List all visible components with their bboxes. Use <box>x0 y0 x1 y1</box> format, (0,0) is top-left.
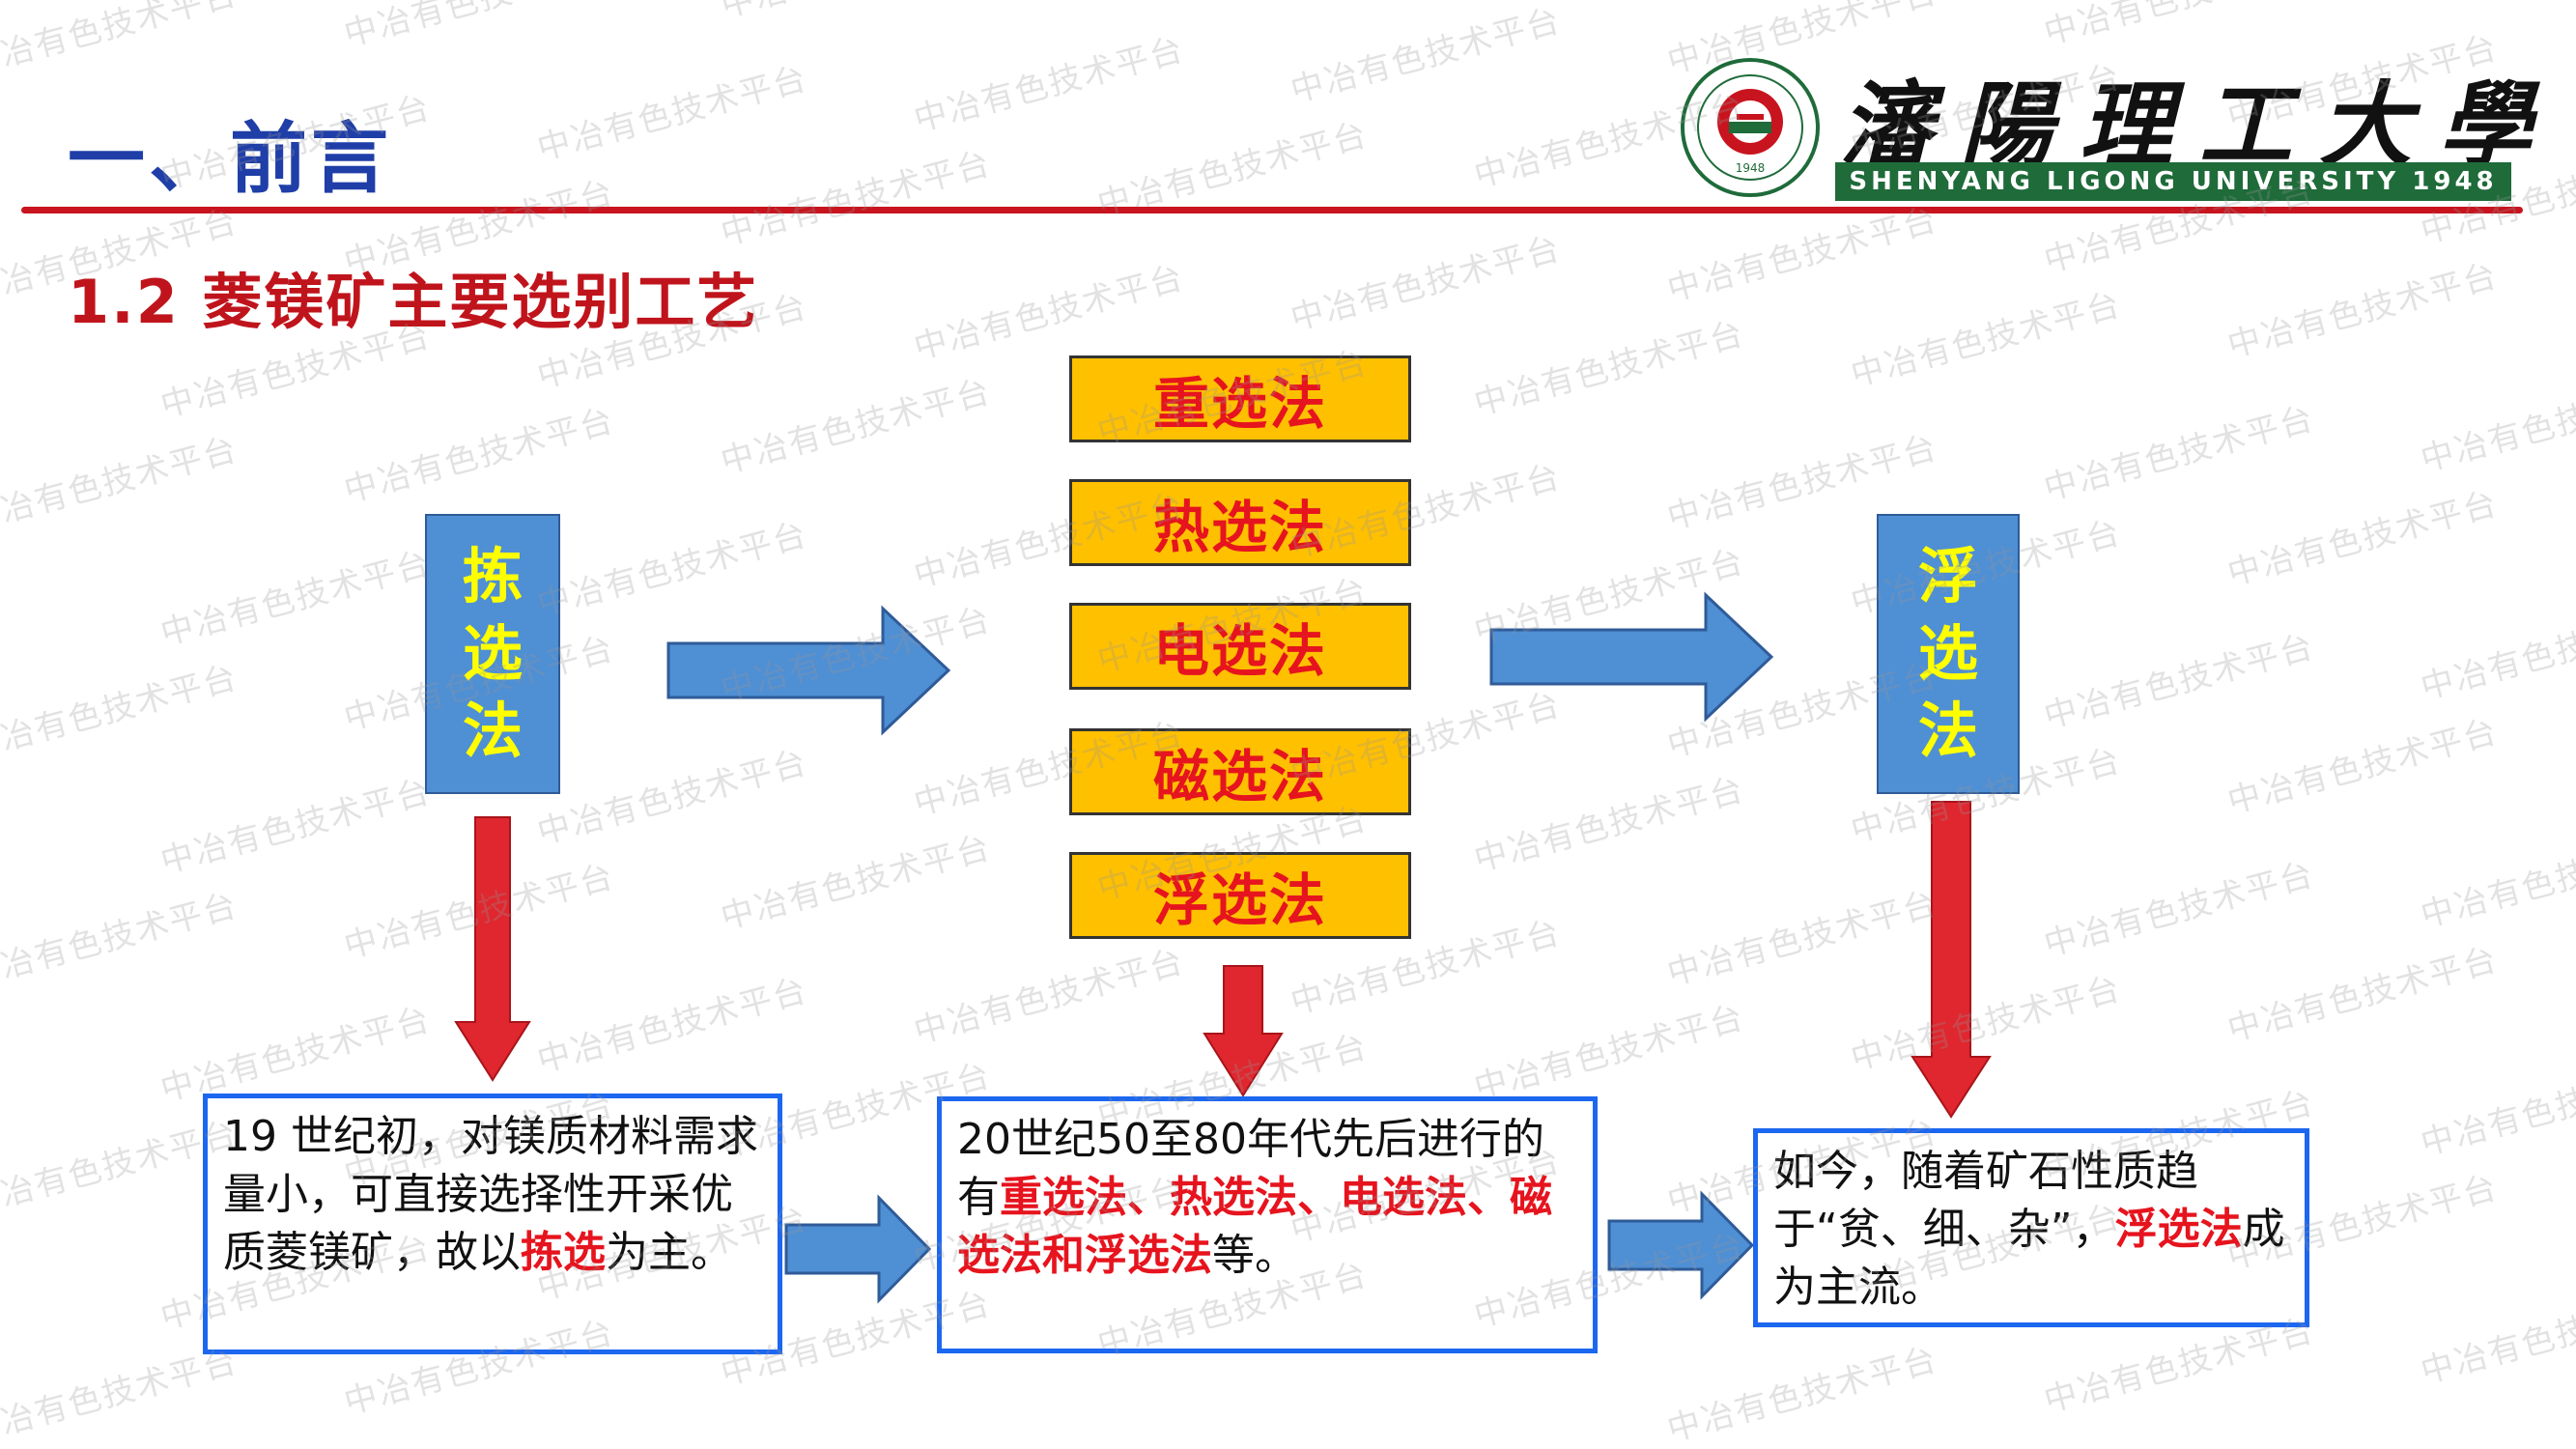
desc-highlight: 重选法、热选法、电选法、磁选法和浮选法 <box>957 1173 1552 1280</box>
flotation-method-box: 浮选法 <box>1069 852 1411 939</box>
watermark-text: 中冶有色技术平台 <box>2223 256 2503 366</box>
desc-text: 如今，随着矿石性质趋于“贫、细、杂”， <box>1773 1147 2198 1254</box>
down-arrow <box>1203 965 1284 1097</box>
watermark-text: 中冶有色技术平台 <box>2417 1054 2576 1164</box>
watermark-text: 中冶有色技术平台 <box>156 544 436 654</box>
mid-20th-century-text: 20世纪50至80年代先后进行的有重选法、热选法、电选法、磁选法和浮选法等。 <box>937 1096 1598 1353</box>
university-english-name: SHENYANG LIGONG UNIVERSITY 1948 <box>1835 162 2511 201</box>
university-emblem-icon: 1948 <box>1681 58 1820 197</box>
watermark-text: 中冶有色技术平台 <box>340 401 619 511</box>
section-title: 一、前言 <box>68 114 392 204</box>
desc-text: 为主。 <box>606 1228 733 1277</box>
method-char: 浮 <box>1917 541 1978 611</box>
method-char: 法 <box>1917 696 1978 766</box>
flow-arrow-right <box>784 1194 932 1304</box>
flow-arrow-right <box>1607 1190 1755 1300</box>
gravity-method-box: 重选法 <box>1069 355 1411 442</box>
watermark-text: 中冶有色技术平台 <box>2417 370 2576 480</box>
watermark-text: 中冶有色技术平台 <box>1847 285 2126 395</box>
watermark-text: 中冶有色技术平台 <box>1470 770 1749 880</box>
watermark-text: 中冶有色技术平台 <box>2417 826 2576 936</box>
watermark-text: 中冶有色技术平台 <box>2417 598 2576 708</box>
desc-text: 19 世纪初，对镁质材料需求量小，可直接选择性开采优质菱镁矿，故以 <box>223 1112 758 1277</box>
watermark-text: 中冶有色技术平台 <box>2040 399 2319 509</box>
watermark-text: 中冶有色技术平台 <box>338 0 619 55</box>
watermark-text: 中冶有色技术平台 <box>1470 998 1749 1108</box>
early-19th-century-text: 19 世纪初，对镁质材料需求量小，可直接选择性开采优质菱镁矿，故以拣选为主。 <box>203 1094 782 1354</box>
watermark-text: 中冶有色技术平台 <box>717 828 996 938</box>
watermark-text: 中冶有色技术平台 <box>0 0 242 84</box>
watermark-text: 中冶有色技术平台 <box>2040 855 2319 965</box>
watermark-text: 中冶有色技术平台 <box>910 30 1189 140</box>
down-arrow <box>1911 801 1992 1119</box>
watermark-text: 中冶有色技术平台 <box>1287 229 1566 339</box>
desc-highlight: 浮选法 <box>2114 1205 2243 1254</box>
watermark-text: 中冶有色技术平台 <box>533 743 812 853</box>
method-char: 拣 <box>462 541 523 611</box>
flow-arrow-right <box>1489 591 1774 723</box>
down-arrow <box>454 816 531 1082</box>
watermark-text: 中冶有色技术平台 <box>717 372 996 482</box>
watermark-text: 中冶有色技术平台 <box>2417 1282 2576 1392</box>
watermark-text: 中冶有色技术平台 <box>717 144 996 254</box>
watermark-text: 中冶有色技术平台 <box>0 658 242 768</box>
watermark-text: 中冶有色技术平台 <box>910 258 1189 368</box>
flow-arrow-right <box>666 605 951 736</box>
picking-method-box: 拣 选 法 <box>425 514 560 794</box>
watermark-text: 中冶有色技术平台 <box>1663 1340 1942 1449</box>
flotation-main-box: 浮 选 法 <box>1877 514 2020 794</box>
sub-title: 1.2 菱镁矿主要选别工艺 <box>68 267 759 337</box>
title-divider <box>21 207 2523 213</box>
desc-text: 20世纪50至80年代先后进行的有 <box>957 1115 1544 1222</box>
watermark-text: 中冶有色技术平台 <box>2038 0 2319 53</box>
thermal-method-box: 热选法 <box>1069 479 1411 566</box>
watermark-text: 中冶有色技术平台 <box>2223 712 2503 822</box>
method-char: 选 <box>462 618 523 689</box>
emblem-year: 1948 <box>1736 161 1766 175</box>
watermark-text: 中冶有色技术平台 <box>156 772 436 882</box>
desc-highlight: 拣选 <box>521 1228 606 1277</box>
method-char: 选 <box>1917 618 1978 689</box>
watermark-text: 中冶有色技术平台 <box>533 59 812 169</box>
watermark-text: 中冶有色技术平台 <box>0 430 242 540</box>
electric-method-box: 电选法 <box>1069 603 1411 690</box>
watermark-text: 中冶有色技术平台 <box>1470 314 1749 424</box>
present-day-text: 如今，随着矿石性质趋于“贫、细、杂”，浮选法成为主流。 <box>1753 1128 2309 1327</box>
desc-text: 成为主流。 <box>1773 1205 2285 1312</box>
watermark-text: 中冶有色技术平台 <box>533 971 812 1081</box>
watermark-text: 中冶有色技术平台 <box>2040 627 2319 737</box>
desc-text: 等。 <box>1212 1231 1297 1280</box>
watermark-text: 中冶有色技术平台 <box>2223 940 2503 1050</box>
watermark-text: 中冶有色技术平台 <box>1663 884 1942 994</box>
watermark-text: 中冶有色技术平台 <box>1287 1 1566 111</box>
method-char: 法 <box>462 696 523 766</box>
university-name: 瀋陽理工大學 <box>1840 71 2559 180</box>
magnetic-method-box: 磁选法 <box>1069 728 1411 815</box>
watermark-text: 中冶有色技术平台 <box>910 942 1189 1052</box>
watermark-text: 中冶有色技术平台 <box>0 886 242 996</box>
watermark-text: 中冶有色技术平台 <box>2223 484 2503 594</box>
watermark-text: 中冶有色技术平台 <box>715 0 996 26</box>
